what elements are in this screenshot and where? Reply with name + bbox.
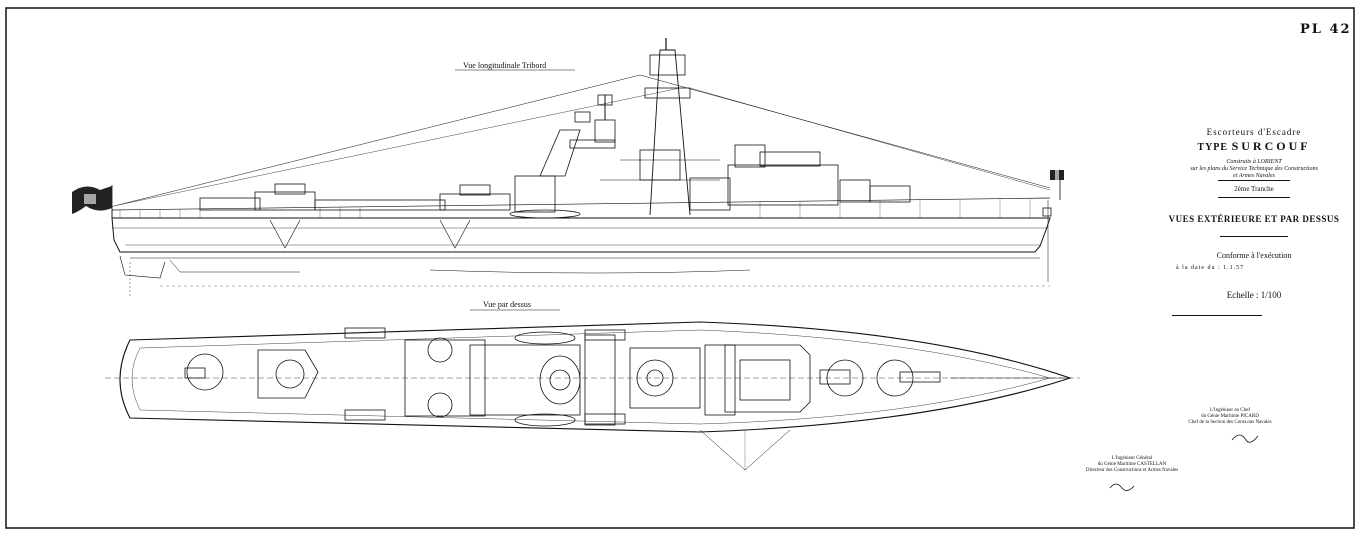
plans-line1: sur les plans du Service Technique des C… <box>1190 166 1318 172</box>
chief-service: Chef de la Section des Const.ons Navales <box>1188 420 1272 425</box>
general-service: Directeur des Constructions et Armes Nav… <box>1085 468 1179 473</box>
rule <box>1172 315 1262 316</box>
general-signature-block: L'Ingénieur Général du Génie Maritime CA… <box>1062 456 1202 474</box>
ship-type: SURCOUF <box>1231 139 1311 153</box>
general-corps: du Génie Maritime CASTELLAN <box>1097 462 1167 467</box>
title-built: Construits à LORIENT sur les plans du Se… <box>1148 159 1360 180</box>
side-view <box>109 38 1061 296</box>
bow-flag <box>1050 170 1064 180</box>
plans-line2: et Armes Navales <box>1233 173 1275 179</box>
built-line: Construits à LORIENT <box>1226 159 1282 165</box>
chief-role: L'Ingénieur en Chef <box>1209 408 1251 413</box>
stern-flag <box>72 186 112 214</box>
chief-corps: du Génie Maritime PICARD <box>1201 414 1259 419</box>
sheet-border <box>5 7 1355 529</box>
signature-general <box>1109 483 1135 491</box>
conformity: Conforme à l'exécution <box>1216 251 1292 260</box>
views-title: VUES EXTÉRIEURE ET PAR DESSUS <box>1168 214 1340 224</box>
side-view-caption: Vue longitudinale Tribord <box>463 61 547 70</box>
title-line1: Escorteurs d'Escadre <box>1206 127 1302 137</box>
signature-chief <box>1231 434 1259 443</box>
chief-signature-block: L'Ingénieur en Chef du Génie Maritime PI… <box>1170 408 1290 426</box>
scale: Echelle : 1/100 <box>1226 290 1282 300</box>
tranche: 2ème Tranche <box>1234 185 1274 193</box>
top-view-caption: Vue par dessus <box>483 300 531 309</box>
general-role: L'Ingénieur Général <box>1111 456 1153 461</box>
plate-label: PL 42 <box>1300 22 1352 37</box>
rule <box>1220 236 1288 237</box>
title-type: TYPE SURCOUF <box>1148 139 1360 154</box>
rule <box>1218 197 1290 198</box>
type-prefix: TYPE <box>1197 142 1229 153</box>
rule <box>1218 180 1290 181</box>
top-view <box>105 321 1080 471</box>
date-line: à la date du : 1.1.57 <box>1176 265 1245 271</box>
